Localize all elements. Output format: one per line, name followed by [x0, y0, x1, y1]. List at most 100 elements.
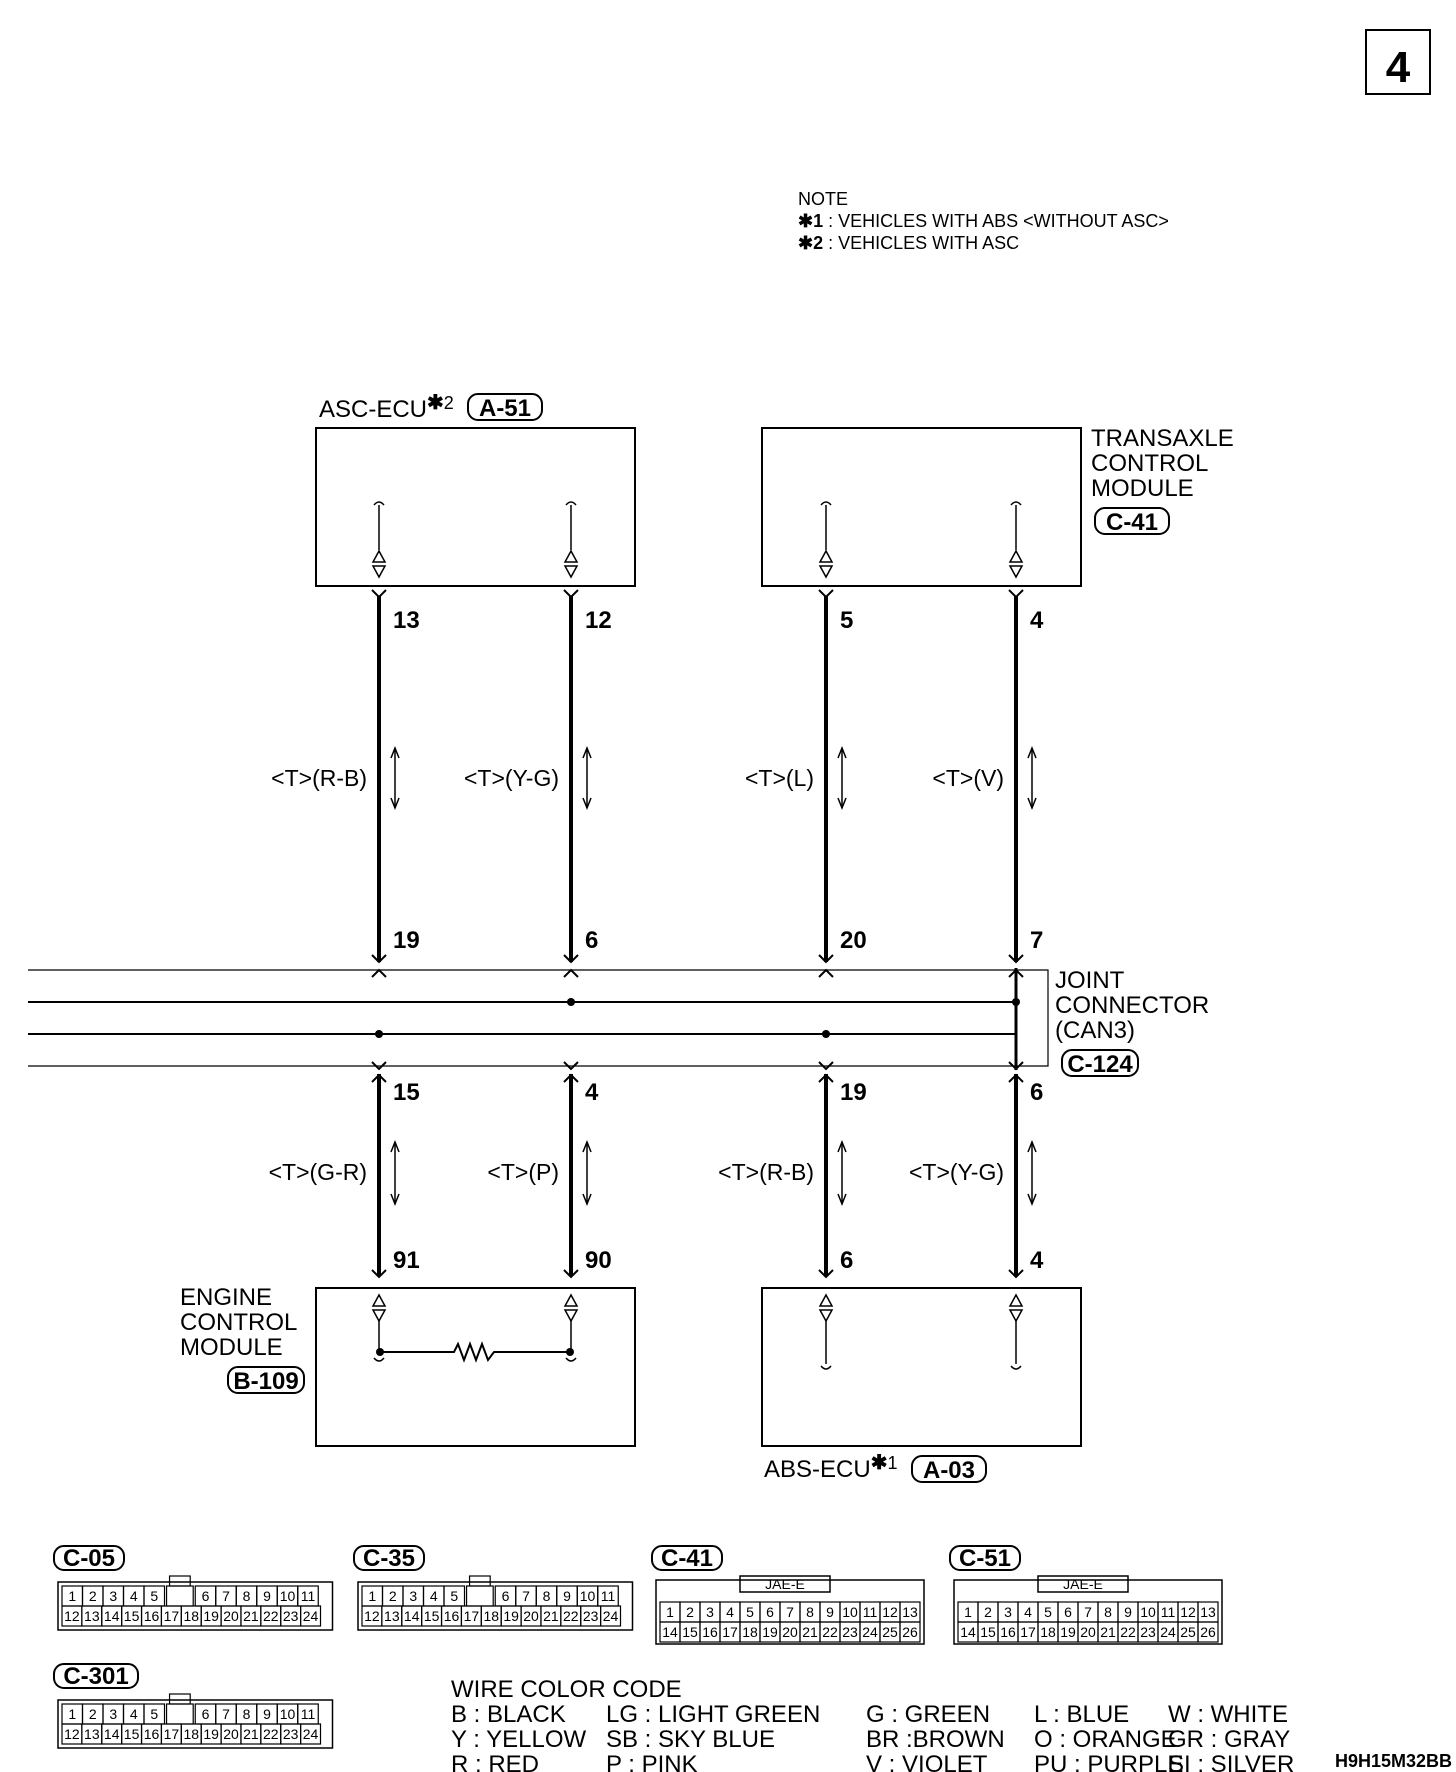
connector-pin-label: 3 [109, 1588, 117, 1604]
connector-pin-label: 14 [404, 1608, 420, 1624]
connector-pin-label: 24 [603, 1608, 619, 1624]
wire-color-code-title: WIRE COLOR CODE [451, 1676, 682, 1703]
connector-pin-label: 11 [601, 1588, 616, 1604]
connector-pin-label: 8 [243, 1588, 251, 1604]
connector-pin-label: 9 [563, 1588, 571, 1604]
connector-view-tag: JAE-E [765, 1576, 805, 1592]
connector-terminal-icon [563, 589, 579, 599]
connector-pin-label: 5 [150, 1706, 158, 1722]
tcm-label-1: TRANSAXLE [1091, 425, 1234, 452]
pin-number: 15 [393, 1079, 420, 1106]
connector-terminal-icon [818, 1269, 834, 1279]
wire-signal-label: <T>(L) [745, 765, 814, 791]
abs-ecu: ABS-ECU✱1 A-03 [761, 1287, 1082, 1484]
connector-pin-label: 22 [822, 1624, 838, 1640]
ecm-label-3: MODULE [180, 1334, 283, 1361]
connector-pin-label: 8 [543, 1588, 551, 1604]
connector-pin-label: 5 [150, 1588, 158, 1604]
connector-terminal-icon [563, 1269, 579, 1279]
connector-pin-label: 5 [450, 1588, 458, 1604]
note-title: NOTE [798, 189, 848, 209]
wire-color-entry: L : BLUE [1034, 1701, 1129, 1728]
connector-pin-label: 7 [1084, 1604, 1092, 1620]
connector-pin-label: 10 [580, 1588, 596, 1604]
connector-terminal-icon [1008, 968, 1024, 978]
abs-ecu-connector-badge [911, 1455, 987, 1483]
connector-pin-label: 19 [203, 1726, 219, 1742]
joint-label-1: JOINT [1055, 967, 1125, 994]
connector-pin-label: 13 [84, 1726, 100, 1742]
tcm-label-3: MODULE [1091, 475, 1194, 502]
terminating-resistor-icon [380, 1341, 570, 1363]
connector-pin-label: 25 [882, 1624, 898, 1640]
connector-view-id: C-41 [661, 1545, 713, 1572]
connector-view-id: C-35 [363, 1545, 415, 1572]
connector-terminal-icon [371, 1061, 387, 1071]
figure-code: H9H15M32BB [1335, 1751, 1452, 1771]
connector-pin-label: 4 [130, 1706, 138, 1722]
connector-pin-label: 19 [762, 1624, 778, 1640]
connector-pin-label: 21 [802, 1624, 818, 1640]
connector-pin-label: 6 [766, 1604, 774, 1620]
terminal-triangle-icon [563, 1293, 579, 1307]
ecm-box [315, 1287, 636, 1447]
joint-connector-badge [1061, 1049, 1139, 1077]
pin-number: 19 [393, 927, 420, 954]
connector-pin-label: 20 [223, 1726, 239, 1742]
connector-pin-label: 18 [183, 1608, 199, 1624]
connector-terminal-icon [818, 954, 834, 964]
connector-pin-label: 4 [1024, 1604, 1032, 1620]
connector-terminal-icon [1008, 1061, 1024, 1071]
connector-pin-label: 24 [303, 1726, 319, 1742]
connector-terminal-icon [371, 1269, 387, 1279]
pin-number: 6 [840, 1247, 853, 1274]
wire-signal-label: <T>(Y-G) [909, 1159, 1004, 1185]
connector-pin-label: 16 [144, 1608, 160, 1624]
tcm-box [761, 427, 1082, 587]
connector-pin-label: 16 [702, 1624, 718, 1640]
connector-terminal-icon [1008, 589, 1024, 599]
terminal-triangle-icon [818, 1293, 834, 1307]
connector-pin-label: 10 [842, 1604, 858, 1620]
connector-pin-label: 12 [882, 1604, 898, 1620]
connector-pin-label: 21 [543, 1608, 559, 1624]
connector-pin-label: 7 [222, 1588, 230, 1604]
wire-color-entry: V : VIOLET [866, 1751, 988, 1772]
connector-pin-label: 20 [223, 1608, 239, 1624]
connector-view-id: C-05 [63, 1545, 115, 1572]
connector-pin-label: 21 [243, 1608, 259, 1624]
wire-color-entry: PU : PURPLE [1034, 1751, 1183, 1772]
connector-terminal-icon [818, 589, 834, 599]
pin-number: 4 [1030, 1247, 1044, 1274]
joint-connector: JOINT CONNECTOR (CAN3) C-124 [28, 967, 1209, 1078]
connector-pin-label: 17 [722, 1624, 738, 1640]
connector-terminal-icon [563, 1073, 579, 1083]
joint-splice-1 [567, 998, 575, 1006]
connector-terminal-icon [1008, 1073, 1024, 1083]
connector-lock-icon [468, 1575, 491, 1587]
engine-control-module: ENGINE CONTROL MODULE B-109 [180, 1284, 636, 1447]
connector-pin-label: 14 [662, 1624, 678, 1640]
pin-number: 19 [840, 1079, 867, 1106]
connector-pin-label: 17 [464, 1608, 480, 1624]
connector-pin-label: 20 [523, 1608, 539, 1624]
abs-ecu-box [761, 1287, 1082, 1447]
connector-pin-label: 4 [130, 1588, 138, 1604]
pin-number: 7 [1030, 927, 1043, 954]
connector-pin-label: 19 [503, 1608, 519, 1624]
connector-pin-label: 3 [409, 1588, 417, 1604]
connector-pin-label: 9 [263, 1588, 271, 1604]
connector-pin-label: 18 [183, 1726, 199, 1742]
connector-pin-label: 17 [164, 1608, 180, 1624]
connector-pin-label: 5 [1044, 1604, 1052, 1620]
connector-pin-label: 3 [109, 1706, 117, 1722]
connector-pin-label: 10 [280, 1706, 296, 1722]
connector-pin-label: 26 [902, 1624, 918, 1640]
connector-pin-label: 13 [384, 1608, 400, 1624]
pin-number: 91 [393, 1247, 420, 1274]
connector-terminal-icon [371, 1073, 387, 1083]
asc-ecu-connector: A-51 [479, 395, 531, 422]
